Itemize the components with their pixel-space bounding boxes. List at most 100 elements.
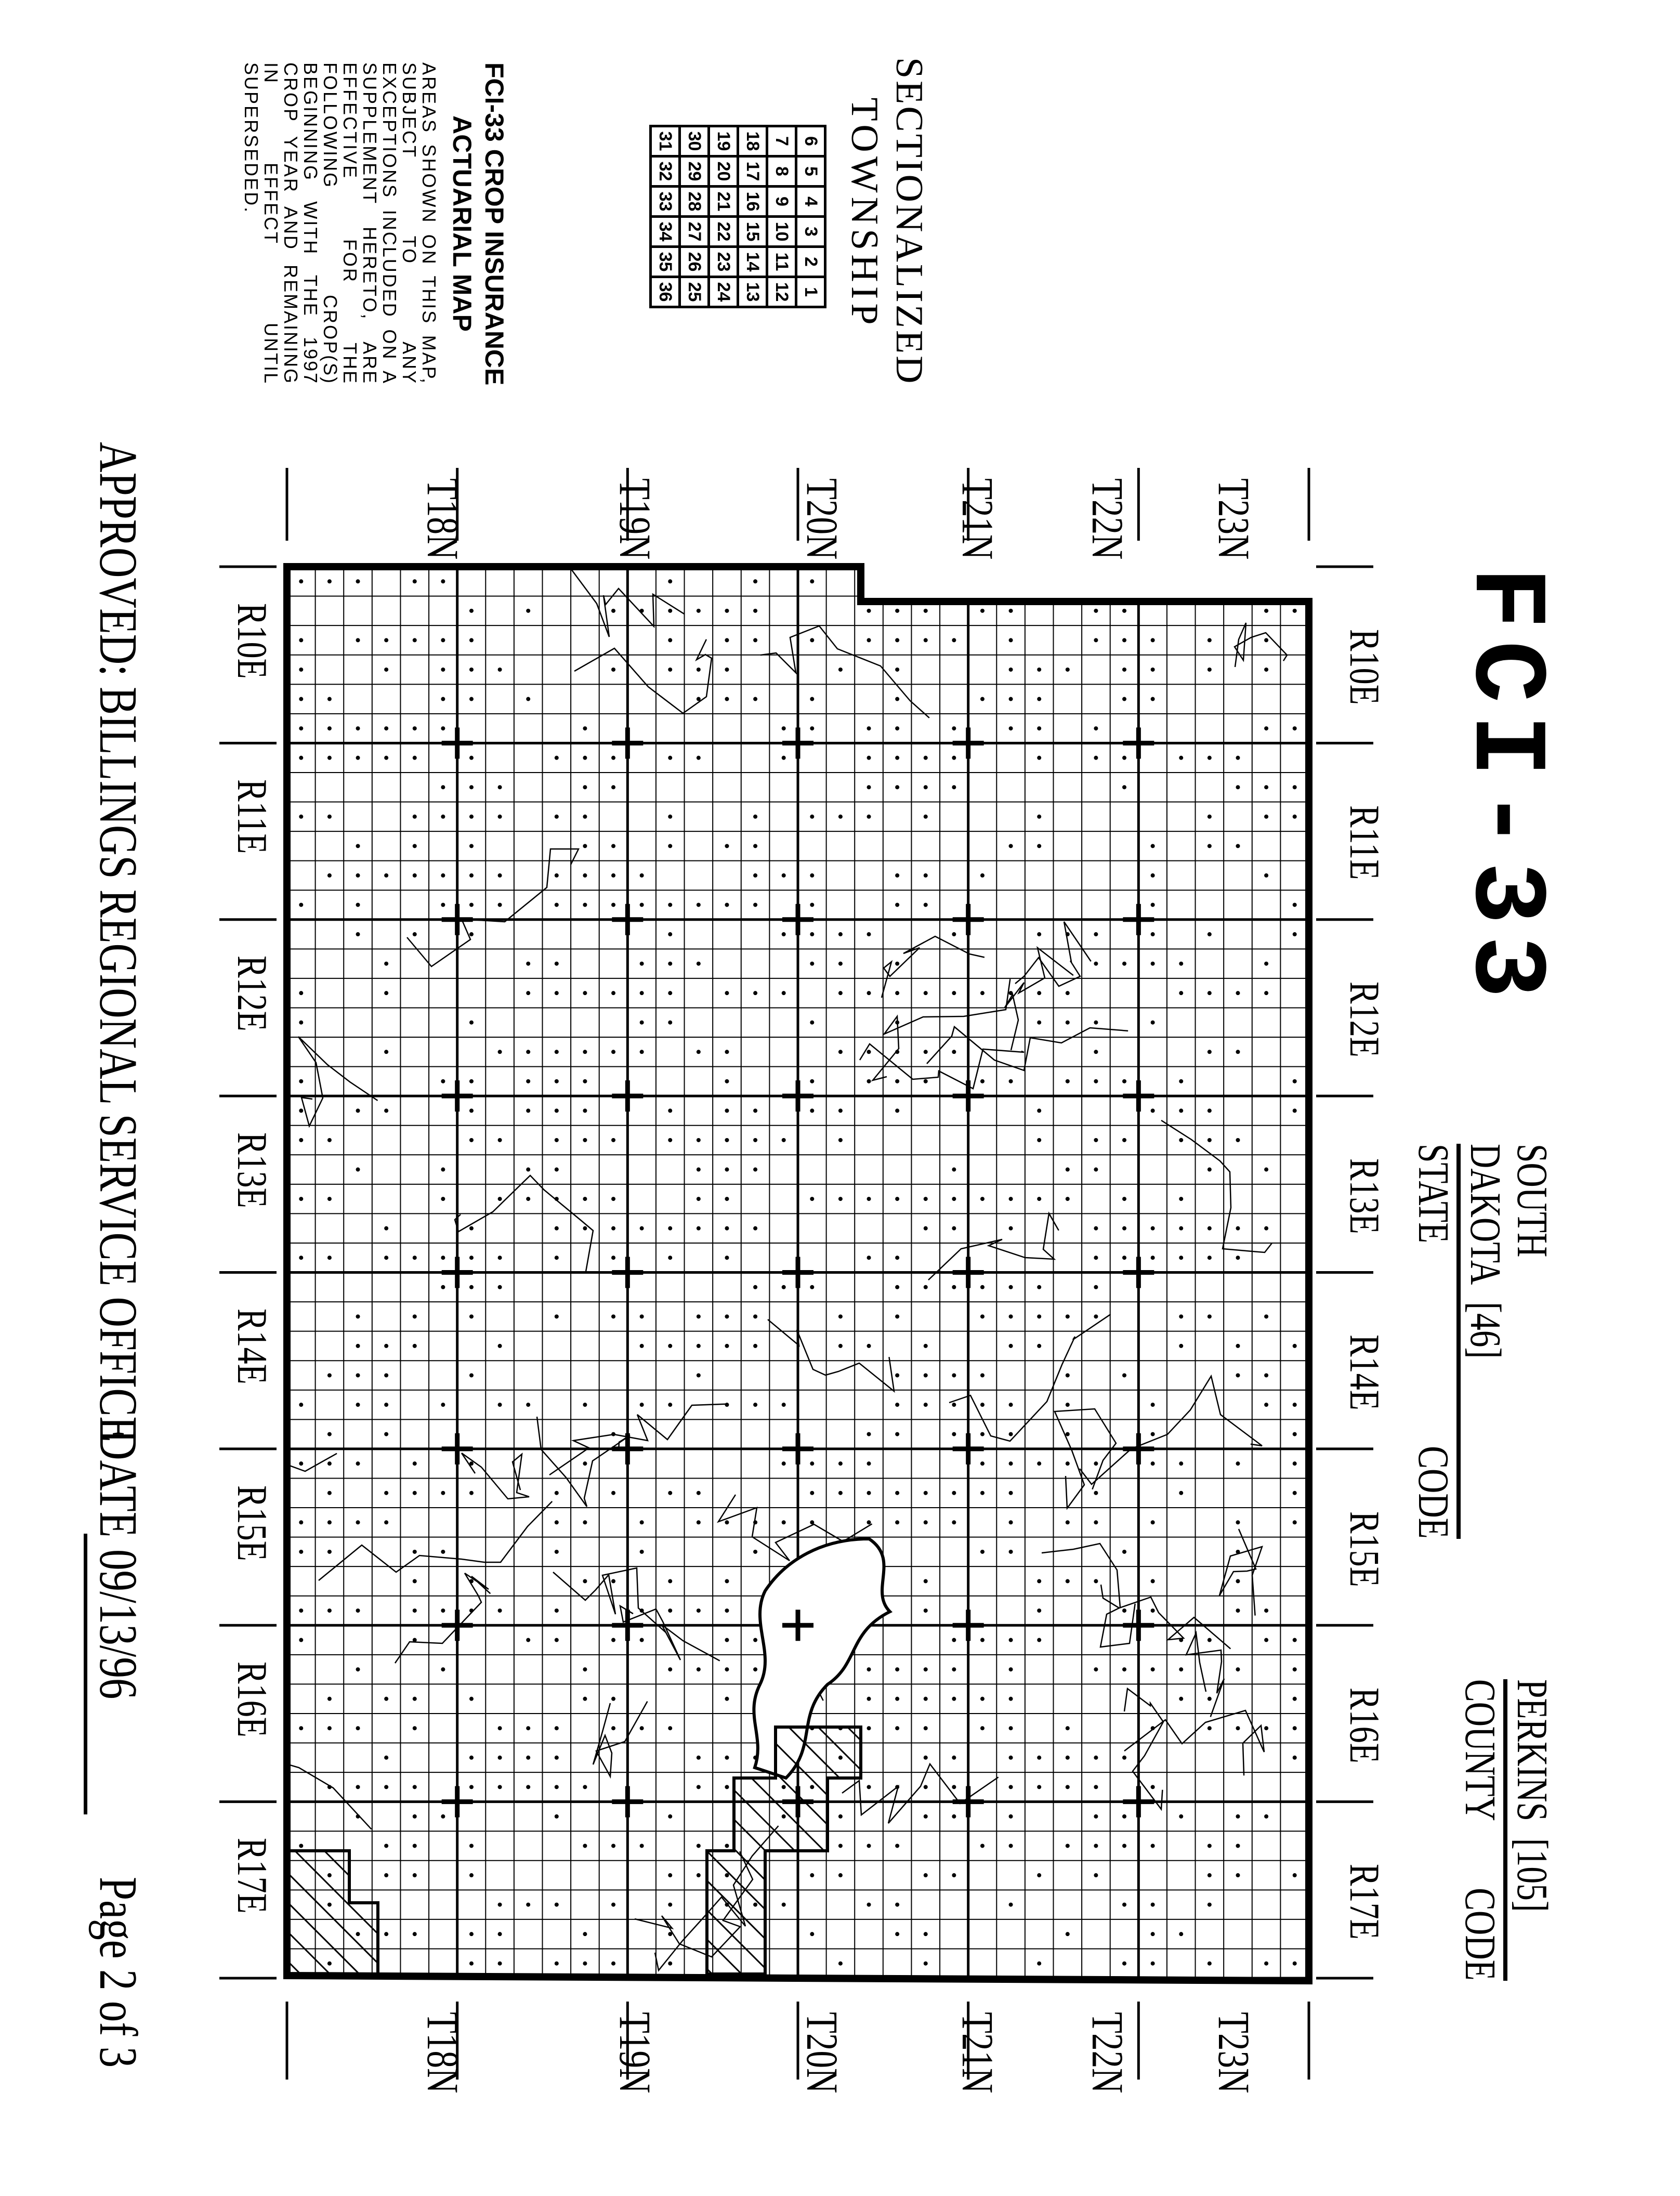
section-dot bbox=[1264, 1167, 1269, 1172]
section-dot bbox=[696, 1197, 701, 1201]
section-dot bbox=[412, 1638, 417, 1642]
section-dot bbox=[1207, 991, 1212, 996]
section-dot bbox=[1008, 1814, 1013, 1819]
section-dot bbox=[1150, 667, 1155, 672]
cross-mark bbox=[782, 904, 813, 935]
section-dot bbox=[867, 1667, 871, 1672]
section-dot bbox=[696, 1873, 701, 1878]
section-dot bbox=[299, 667, 304, 672]
section-dot bbox=[1037, 667, 1042, 672]
section-dot bbox=[1037, 1197, 1042, 1201]
section-dot bbox=[327, 755, 332, 760]
section-dot bbox=[923, 1785, 928, 1789]
section-dot bbox=[1037, 1314, 1042, 1319]
section-dot bbox=[1179, 961, 1184, 966]
section-dot bbox=[1292, 1403, 1297, 1407]
section-dot bbox=[867, 1902, 871, 1907]
cross-mark bbox=[782, 1433, 813, 1465]
section-dot bbox=[299, 1079, 304, 1083]
section-dot bbox=[526, 1403, 531, 1407]
section-dot bbox=[810, 932, 815, 937]
section-dot bbox=[1008, 608, 1013, 613]
range-label-top: R16E bbox=[1341, 1687, 1388, 1763]
section-dot bbox=[1264, 961, 1269, 966]
section-dot bbox=[668, 1814, 673, 1819]
section-dot bbox=[725, 608, 729, 613]
section-dot bbox=[1292, 785, 1297, 790]
section-dot bbox=[895, 1432, 900, 1436]
cross-mark bbox=[952, 727, 984, 759]
section-dot bbox=[1207, 932, 1212, 937]
section-dot bbox=[668, 1226, 673, 1231]
section-dot bbox=[554, 1902, 559, 1907]
township-label-right-wrap: T19N bbox=[609, 2012, 661, 2116]
section-dot bbox=[639, 903, 644, 907]
section-dot bbox=[497, 1785, 502, 1789]
section-dot bbox=[895, 726, 900, 731]
section-dot bbox=[867, 1844, 871, 1848]
section-dot bbox=[895, 667, 900, 672]
section-dot bbox=[611, 1138, 616, 1142]
cross-mark bbox=[612, 1080, 644, 1112]
section-dot bbox=[1264, 873, 1269, 878]
section-dot bbox=[497, 1755, 502, 1760]
township-label-left-wrap: T21N bbox=[952, 478, 1004, 583]
section-dot bbox=[895, 1844, 900, 1848]
section-dot bbox=[725, 1667, 729, 1672]
section-dot bbox=[1122, 1256, 1127, 1260]
section-dot bbox=[611, 1961, 616, 1966]
section-dot bbox=[1065, 1844, 1070, 1848]
section-dot bbox=[952, 1785, 956, 1789]
section-dot bbox=[1150, 1608, 1155, 1613]
section-dot bbox=[781, 991, 786, 996]
section-dot bbox=[1122, 608, 1127, 613]
cross-mark bbox=[782, 1257, 813, 1288]
section-dot bbox=[1207, 1138, 1212, 1142]
section-dot bbox=[1264, 1314, 1269, 1319]
section-dot bbox=[441, 1814, 445, 1819]
section-dot bbox=[1150, 1403, 1155, 1407]
section-dot bbox=[583, 755, 587, 760]
stream bbox=[549, 1403, 728, 1476]
section-dot bbox=[668, 1932, 673, 1937]
cross-mark bbox=[952, 1786, 984, 1818]
section-dot bbox=[1008, 1755, 1013, 1760]
section-dot bbox=[696, 1343, 701, 1348]
section-dot bbox=[923, 579, 928, 584]
section-dot bbox=[1150, 1108, 1155, 1113]
section-dot bbox=[611, 903, 616, 907]
section-dot bbox=[1264, 1961, 1269, 1966]
section-dot bbox=[497, 1726, 502, 1731]
grid-ticks bbox=[219, 468, 1373, 2080]
section-dot bbox=[384, 726, 389, 731]
section-dot bbox=[1037, 814, 1042, 819]
section-dot bbox=[725, 1108, 729, 1113]
cross-mark bbox=[1123, 1786, 1154, 1818]
section-dot bbox=[923, 1050, 928, 1054]
section-dot bbox=[980, 1844, 985, 1848]
section-dot bbox=[753, 1549, 758, 1554]
section-dot bbox=[554, 1138, 559, 1142]
section-dot bbox=[469, 1491, 474, 1495]
stream bbox=[928, 1211, 1059, 1280]
section-dot bbox=[725, 1696, 729, 1701]
section-dot bbox=[497, 903, 502, 907]
stream bbox=[1015, 921, 1092, 987]
section-dot bbox=[980, 1432, 985, 1436]
section-dot bbox=[1207, 1167, 1212, 1172]
section-dot bbox=[781, 873, 786, 878]
section-dot bbox=[1122, 638, 1127, 643]
section-dot bbox=[952, 1696, 956, 1701]
range-label-top: R14E bbox=[1341, 1335, 1388, 1410]
range-label-top: R10E bbox=[1341, 629, 1388, 705]
stream bbox=[881, 935, 985, 998]
section-dot bbox=[895, 1932, 900, 1937]
stream bbox=[1124, 1709, 1265, 1776]
section-dot bbox=[895, 638, 900, 643]
section-dot bbox=[1264, 1226, 1269, 1231]
section-dot bbox=[753, 1314, 758, 1319]
section-dot bbox=[1236, 1373, 1240, 1378]
section-dot bbox=[1008, 1432, 1013, 1436]
township-label-right: T19N bbox=[610, 2012, 660, 2094]
section-dot bbox=[1236, 1226, 1240, 1231]
